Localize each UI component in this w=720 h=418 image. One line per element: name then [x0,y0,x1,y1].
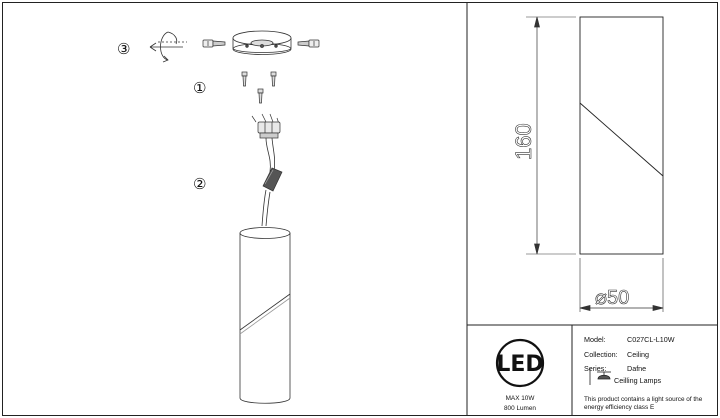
ceiling-base-plate [232,30,292,55]
led-driver [262,167,283,192]
step-1-label: ① [193,80,206,97]
diameter-dimension-line [579,305,664,311]
screw-icon [241,71,248,87]
spec-table: Model: C027CL-L10W Collection: Ceiling S… [584,335,703,411]
led-logo: LED [496,352,543,377]
collection-value: Ceiling [627,350,649,359]
cylinder-lamp-body [239,227,291,404]
diameter-dimension-label: ⌀50 [595,287,629,309]
model-label: Model: [584,335,606,344]
series-value: Dafne [627,364,646,373]
series-label: Series: [584,364,606,373]
collection-label: Collection: [584,350,618,359]
cable [265,137,276,173]
screw-icon [202,39,226,48]
terminal-block [251,113,281,139]
ceiling-lamp-icon [589,369,611,385]
led-power: MAX 10W [506,395,536,402]
led-badge: LED [495,338,545,388]
type-value: Ceilling Lamps [614,376,662,385]
led-lumen: 800 Lumen [504,405,536,412]
model-value: C027CL-L10W [627,335,675,344]
screw-icon [270,71,277,87]
energy-note-line1: This product contains a light source of … [584,396,703,403]
step-2-label: ② [193,176,206,193]
extension-lines [526,16,664,312]
assembly-drawing: ③ ① ② [117,30,320,404]
height-dimension-line [534,16,540,255]
lamp-profile [579,16,664,255]
height-dimension-label: 160 [511,123,536,160]
energy-note-line2: energy efficiency class E [584,404,654,411]
screw-icon [297,39,320,48]
cable [261,189,271,227]
dimension-drawing: 160 ⌀50 [511,16,664,312]
rotate-arrow-icon [149,31,187,63]
screw-icon [257,88,264,104]
step-3-label: ③ [117,41,130,58]
